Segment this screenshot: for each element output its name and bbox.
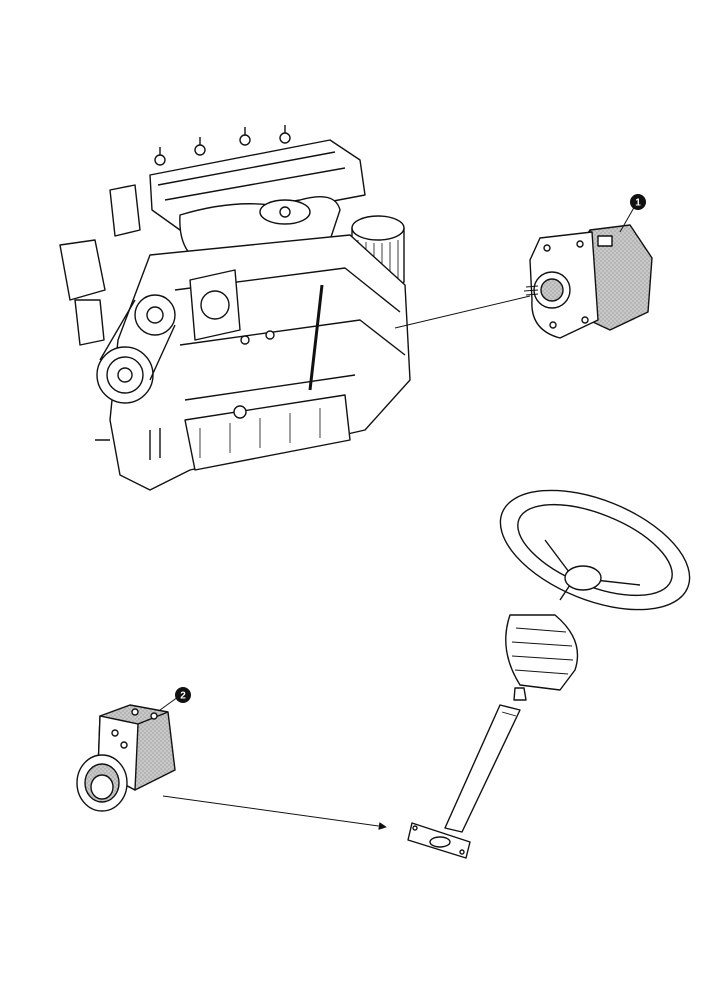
hydraulic-pump-illustration bbox=[523, 203, 653, 339]
leader-line-pump bbox=[394, 295, 531, 329]
steering-valve-illustration bbox=[76, 696, 179, 812]
svg-text:1: 1 bbox=[635, 198, 641, 209]
callout-1: 1 bbox=[630, 194, 646, 210]
engine-block-illustration bbox=[59, 125, 411, 491]
installation-arrow bbox=[162, 795, 387, 830]
steering-column-illustration bbox=[407, 489, 691, 859]
svg-text:2: 2 bbox=[180, 691, 186, 702]
crank-pulley bbox=[96, 294, 176, 404]
callout-2: 2 bbox=[175, 687, 191, 703]
injector-studs bbox=[154, 125, 291, 166]
steering-wheel bbox=[499, 489, 691, 611]
